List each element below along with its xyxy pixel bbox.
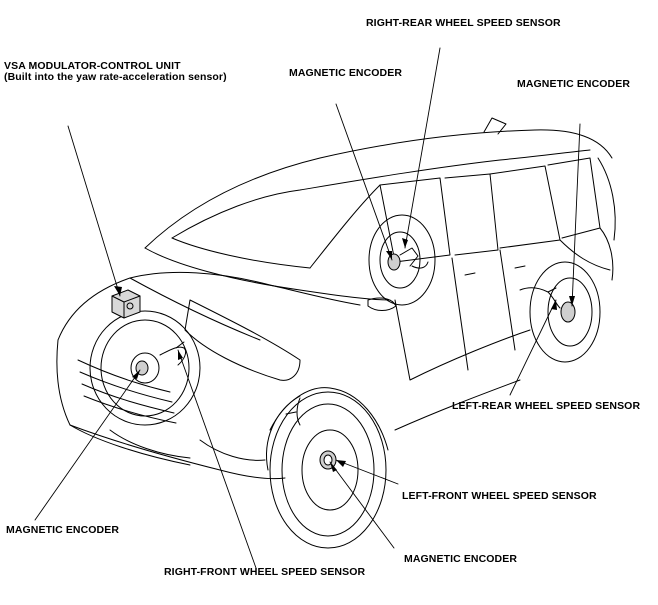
- leader-vsa: [67, 125, 121, 297]
- left-rear-wheel-callout: [519, 261, 601, 363]
- left-front-sensor-label: LEFT-FRONT WHEEL SPEED SENSOR: [402, 490, 597, 502]
- leader-rf-encoder: [34, 369, 141, 521]
- left-rear-encoder-label: MAGNETIC ENCODER: [517, 78, 631, 90]
- leader-lf-encoder: [329, 461, 395, 549]
- leader-lr-encoder: [571, 123, 581, 307]
- left-front-wheel: [266, 387, 389, 549]
- leader-lr-sensor: [509, 299, 557, 396]
- leader-arrowheads: [114, 238, 575, 472]
- right-rear-wheel-callout: [368, 214, 436, 306]
- left-front-encoder-label: MAGNETIC ENCODER: [404, 553, 518, 565]
- leader-lines: [34, 47, 581, 569]
- right-front-wheel-callout: [89, 310, 201, 426]
- vsa-unit-sublabel: (Built into the yaw rate-acceleration se…: [4, 71, 227, 83]
- right-rear-sensor-label: RIGHT-REAR WHEEL SPEED SENSOR: [366, 17, 561, 29]
- vsa-unit-label: VSA MODULATOR-CONTROL UNIT: [4, 60, 181, 72]
- car-body: [56, 117, 616, 480]
- right-front-encoder-label: MAGNETIC ENCODER: [6, 524, 120, 536]
- leader-rr-sensor: [404, 47, 441, 249]
- right-front-sensor-label: RIGHT-FRONT WHEEL SPEED SENSOR: [164, 566, 366, 578]
- leader-lf-sensor: [335, 459, 399, 485]
- left-rear-sensor-label: LEFT-REAR WHEEL SPEED SENSOR: [452, 400, 641, 412]
- vsa-modulator-unit: [111, 289, 141, 319]
- leader-rr-encoder: [335, 103, 393, 261]
- leader-rf-sensor: [177, 349, 257, 569]
- right-rear-encoder-label: MAGNETIC ENCODER: [289, 67, 403, 79]
